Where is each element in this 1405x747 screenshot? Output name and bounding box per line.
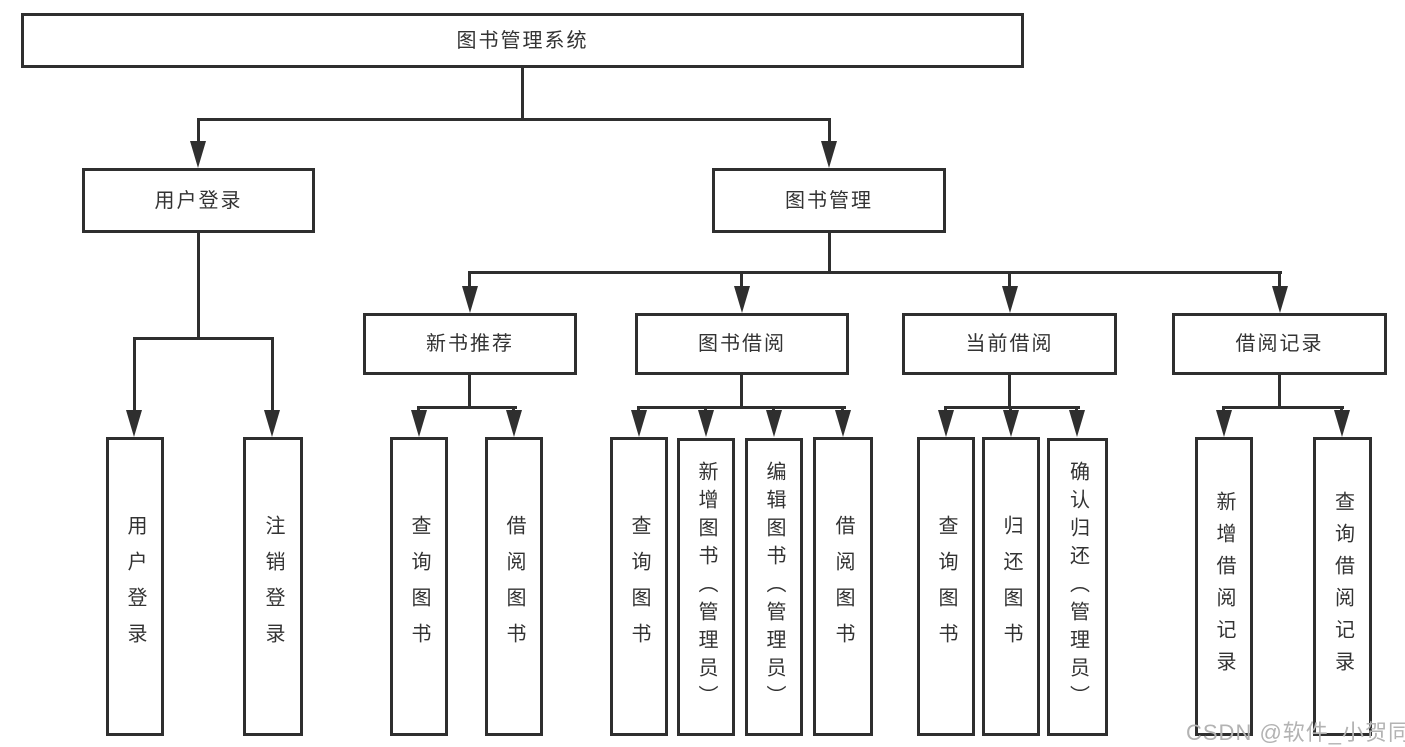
leaf-record-add-record-label: 新增借阅记录 bbox=[1213, 490, 1235, 683]
leaf-borrow-edit-book-admin: 编辑图书（管理员） bbox=[745, 438, 803, 736]
arrow-down-icon bbox=[734, 286, 750, 313]
connector-line bbox=[1278, 271, 1281, 291]
leaf-borrow-borrow-book: 借阅图书 bbox=[813, 437, 873, 736]
arrow-down-icon bbox=[835, 410, 851, 437]
connector-line bbox=[417, 406, 517, 409]
leaf-current-confirm-return-admin-label: 确认归还（管理员） bbox=[1066, 461, 1089, 713]
leaf-current-return-book: 归还图书 bbox=[982, 437, 1040, 736]
leaf-recommend-query-book-label: 查询图书 bbox=[408, 514, 430, 659]
node-user-login-label: 用户登录 bbox=[154, 189, 243, 212]
leaf-record-query-record: 查询借阅记录 bbox=[1313, 437, 1372, 736]
node-current-borrow-label: 当前借阅 bbox=[965, 333, 1054, 355]
connector-line bbox=[133, 337, 274, 340]
leaf-current-query-book: 查询图书 bbox=[917, 437, 975, 736]
connector-line bbox=[468, 271, 471, 291]
leaf-record-add-record: 新增借阅记录 bbox=[1195, 437, 1253, 736]
leaf-current-return-book-label: 归还图书 bbox=[1000, 514, 1022, 659]
connector-line bbox=[197, 118, 200, 146]
connector-line bbox=[468, 374, 471, 408]
node-book-management: 图书管理 bbox=[712, 168, 946, 233]
leaf-borrow-query-book: 查询图书 bbox=[610, 437, 668, 736]
arrow-down-icon bbox=[1216, 410, 1232, 437]
node-root-label: 图书管理系统 bbox=[456, 29, 589, 52]
arrow-down-icon bbox=[1334, 410, 1350, 437]
connector-line bbox=[740, 271, 743, 291]
leaf-recommend-borrow-book-label: 借阅图书 bbox=[503, 514, 525, 659]
csdn-watermark: CSDN @软件_小贺同学 bbox=[1186, 720, 1405, 745]
arrow-down-icon bbox=[1002, 286, 1018, 313]
arrow-down-icon bbox=[938, 410, 954, 437]
leaf-current-query-book-label: 查询图书 bbox=[935, 514, 957, 659]
arrow-down-icon bbox=[1272, 286, 1288, 313]
connector-line bbox=[468, 271, 1282, 274]
arrow-down-icon bbox=[766, 410, 782, 437]
connector-line bbox=[521, 68, 524, 120]
node-book-borrow: 图书借阅 bbox=[635, 313, 849, 375]
node-new-book-recommend: 新书推荐 bbox=[363, 313, 577, 375]
connector-line bbox=[197, 232, 200, 340]
node-current-borrow: 当前借阅 bbox=[902, 313, 1117, 375]
leaf-borrow-edit-book-admin-label: 编辑图书（管理员） bbox=[763, 461, 785, 713]
connector-line bbox=[637, 406, 846, 409]
leaf-record-query-record-label: 查询借阅记录 bbox=[1331, 490, 1354, 683]
connector-line bbox=[1008, 271, 1011, 291]
node-borrow-record-label: 借阅记录 bbox=[1235, 333, 1324, 355]
node-user-login: 用户登录 bbox=[82, 168, 315, 233]
arrow-down-icon bbox=[1003, 410, 1019, 437]
connector-line bbox=[133, 337, 136, 412]
connector-line bbox=[944, 406, 1080, 409]
connector-line bbox=[1008, 374, 1011, 408]
connector-line bbox=[1278, 374, 1281, 408]
arrow-down-icon bbox=[190, 141, 206, 168]
leaf-recommend-borrow-book: 借阅图书 bbox=[485, 437, 543, 736]
connector-line bbox=[828, 232, 831, 274]
arrow-down-icon bbox=[411, 410, 427, 437]
arrow-down-icon bbox=[631, 410, 647, 437]
leaf-borrow-add-book-admin: 新增图书（管理员） bbox=[677, 438, 735, 736]
arrow-down-icon bbox=[821, 141, 837, 168]
leaf-logout: 注销登录 bbox=[243, 437, 303, 736]
leaf-borrow-query-book-label: 查询图书 bbox=[628, 514, 650, 659]
leaf-user-login: 用户登录 bbox=[106, 437, 164, 736]
leaf-user-login-label: 用户登录 bbox=[124, 514, 146, 659]
arrow-down-icon bbox=[126, 410, 142, 437]
arrow-down-icon bbox=[264, 410, 280, 437]
connector-line bbox=[1222, 406, 1344, 409]
node-borrow-record: 借阅记录 bbox=[1172, 313, 1387, 375]
leaf-borrow-add-book-admin-label: 新增图书（管理员） bbox=[695, 461, 717, 713]
node-root: 图书管理系统 bbox=[21, 13, 1024, 68]
connector-line bbox=[828, 118, 831, 146]
leaf-logout-label: 注销登录 bbox=[262, 514, 284, 659]
node-book-management-label: 图书管理 bbox=[785, 189, 873, 212]
node-book-borrow-label: 图书借阅 bbox=[698, 333, 786, 355]
leaf-borrow-borrow-book-label: 借阅图书 bbox=[832, 514, 854, 659]
connector-line bbox=[740, 374, 743, 408]
connector-line bbox=[271, 337, 274, 412]
node-new-book-recommend-label: 新书推荐 bbox=[426, 333, 514, 355]
arrow-down-icon bbox=[462, 286, 478, 313]
arrow-down-icon bbox=[506, 410, 522, 437]
leaf-current-confirm-return-admin: 确认归还（管理员） bbox=[1047, 438, 1108, 736]
arrow-down-icon bbox=[698, 410, 714, 437]
connector-line bbox=[197, 118, 831, 121]
leaf-recommend-query-book: 查询图书 bbox=[390, 437, 448, 736]
arrow-down-icon bbox=[1069, 410, 1085, 437]
